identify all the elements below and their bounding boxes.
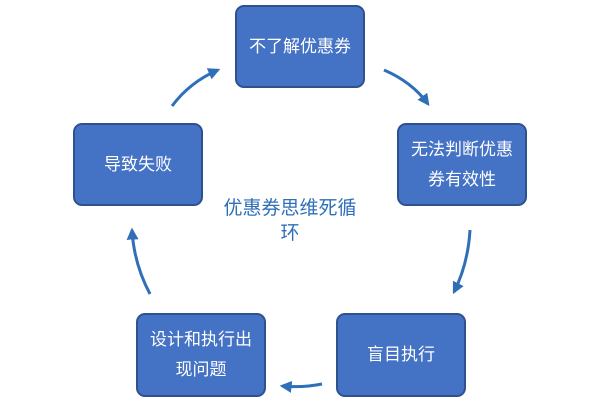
node-design-problems-text: 设计和执行出现问题 [150, 330, 252, 380]
arrow-3-to-4 [279, 380, 323, 393]
arrow-5-to-1 [170, 68, 221, 107]
node-failure: 导致失败 [73, 123, 203, 206]
node-blind-execution: 盲目执行 [336, 313, 466, 397]
node-understand-coupon: 不了解优惠券 [235, 5, 365, 88]
node-design-problems: 设计和执行出现问题 [136, 313, 266, 397]
node-understand-coupon-text: 不了解优惠券 [249, 36, 351, 57]
arrow-4-to-5 [126, 227, 152, 295]
node-judge-validity-text: 无法判断优惠券有效性 [411, 139, 513, 190]
node-judge-validity: 无法判断优惠券有效性 [397, 123, 527, 206]
node-failure-text: 导致失败 [104, 154, 172, 175]
node-blind-execution-text: 盲目执行 [367, 345, 435, 365]
center-label: 优惠券思维死循环 [223, 197, 357, 244]
arrow-2-to-3 [452, 229, 472, 295]
arrow-1-to-2 [383, 68, 430, 106]
